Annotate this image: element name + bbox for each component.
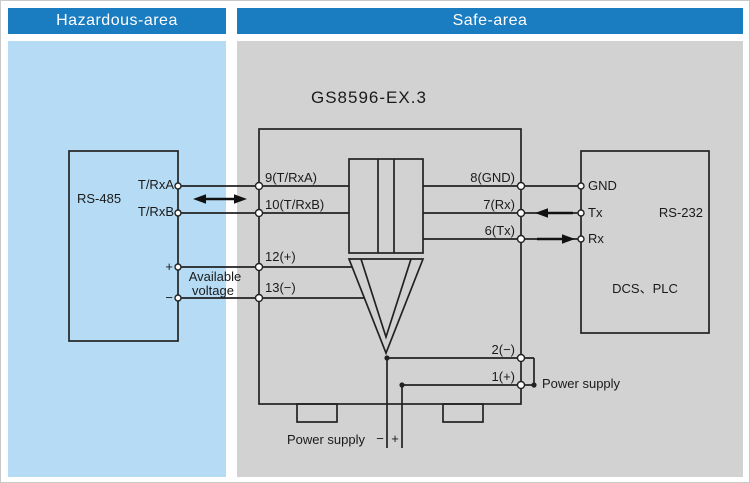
- dcs-plc-label: DCS、PLC: [612, 281, 678, 296]
- isolation-barrier-rect: [348, 158, 424, 254]
- isolation-amplifier-inner-v: [360, 258, 412, 340]
- terminal-12-circle: [254, 262, 264, 272]
- power-supply-bottom-label: Power supply: [286, 432, 365, 447]
- terminal-8-label: 8(GND): [470, 170, 515, 185]
- hazardous-area-header: Hazardous-area: [8, 8, 226, 34]
- terminal-8-circle: [516, 181, 526, 191]
- rs485-trxa-label: T/RxA: [137, 177, 174, 192]
- terminal-10-label: 10(T/RxB): [265, 197, 325, 212]
- device-foot-left: [296, 403, 338, 423]
- terminal-1-label: 1(+): [491, 369, 515, 384]
- device-foot-right: [442, 403, 484, 423]
- hazardous-area-title: Hazardous-area: [56, 12, 178, 29]
- terminal-10-circle: [254, 208, 264, 218]
- power-supply-side-label: Power supply: [542, 376, 621, 391]
- terminal-9-circle: [254, 181, 264, 191]
- terminal-13-circle: [254, 293, 264, 303]
- terminal-2-circle: [516, 353, 526, 363]
- terminal-7-label: 7(Rx): [483, 197, 515, 212]
- power-bottom-plus: +: [391, 431, 399, 446]
- junction-dot-power: [531, 382, 537, 388]
- rs485-trxb-label: T/RxB: [137, 204, 174, 219]
- available-voltage-line2: voltage: [192, 283, 234, 298]
- rs232-label: RS-232: [658, 205, 703, 220]
- rs232-gnd-circle: [577, 182, 585, 190]
- rs232-rx-circle: [577, 235, 585, 243]
- rx-arrow-head-left: [535, 208, 548, 218]
- rs485-plus-circle: [174, 263, 182, 271]
- available-voltage-line1: Available: [188, 269, 242, 284]
- rs485-minus-label: −: [165, 290, 173, 305]
- terminal-7-circle: [516, 208, 526, 218]
- terminal-9-label: 9(T/RxA): [265, 170, 317, 185]
- terminal-2-label: 2(−): [491, 342, 515, 357]
- rs232-rx-label: Rx: [588, 231, 604, 246]
- rs485-box-outline: [68, 150, 179, 342]
- rs485-trxb-circle: [174, 209, 182, 217]
- isolation-amplifier-triangle: [347, 258, 425, 356]
- terminal-6-label: 6(Tx): [484, 223, 515, 238]
- rs485-plus-label: +: [165, 259, 173, 274]
- safe-area-header: Safe-area: [237, 8, 743, 34]
- tx-arrow-head-right: [562, 234, 575, 244]
- rs485-minus-circle: [174, 294, 182, 302]
- safe-area-title: Safe-area: [452, 12, 528, 29]
- hazardous-area-panel: [8, 41, 226, 477]
- junction-dot-minus: [384, 355, 390, 361]
- terminal-6-circle: [516, 234, 526, 244]
- terminal-12-label: 12(+): [265, 249, 296, 264]
- power-bottom-minus: −: [376, 431, 384, 446]
- rs232-tx-label: Tx: [588, 205, 603, 220]
- junction-dot-plus: [399, 382, 405, 388]
- terminal-1-circle: [516, 380, 526, 390]
- device-title: GS8596-EX.3: [311, 88, 427, 107]
- terminal-13-label: 13(−): [265, 280, 296, 295]
- rs232-gnd-label: GND: [588, 178, 617, 193]
- rs232-tx-circle: [577, 209, 585, 217]
- bidirectional-arrow-head-right: [234, 194, 247, 204]
- rs485-trxa-circle: [174, 182, 182, 190]
- bidirectional-arrow-head-left: [193, 194, 206, 204]
- rs485-label: RS-485: [77, 191, 122, 206]
